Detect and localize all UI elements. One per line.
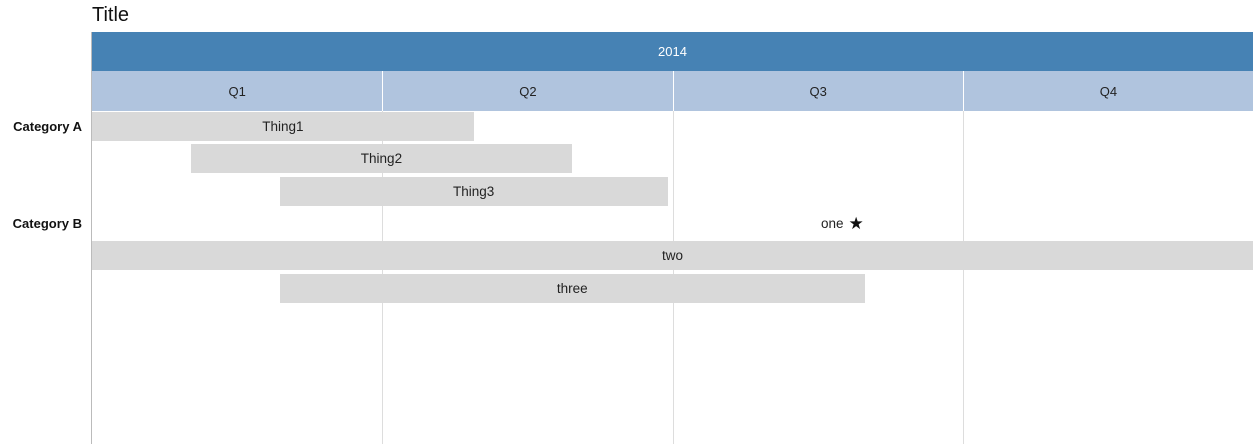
timeline-bar: Thing1 xyxy=(92,112,474,141)
category-label: Category B xyxy=(12,215,82,231)
milestone-marker: one★ xyxy=(821,209,864,238)
timeline-bar: Thing2 xyxy=(190,144,573,174)
timeline-bar: Thing3 xyxy=(279,176,668,206)
milestone-label: one xyxy=(820,215,844,231)
quarter-gridline xyxy=(962,111,964,444)
quarter-label-q1: Q1 xyxy=(92,71,383,111)
left-axis-line xyxy=(91,32,92,444)
star-icon: ★ xyxy=(848,213,864,233)
chart-title: Title xyxy=(92,4,130,26)
category-label: Category A xyxy=(13,119,82,134)
quarter-label-q4: Q4 xyxy=(962,71,1253,111)
year-header: 2014 xyxy=(92,32,1253,71)
timeline-bar: three xyxy=(279,273,865,303)
timeline-bar: two xyxy=(92,241,1253,271)
quarter-label-q2: Q2 xyxy=(382,71,673,111)
quarter-label-q3: Q3 xyxy=(672,71,963,111)
